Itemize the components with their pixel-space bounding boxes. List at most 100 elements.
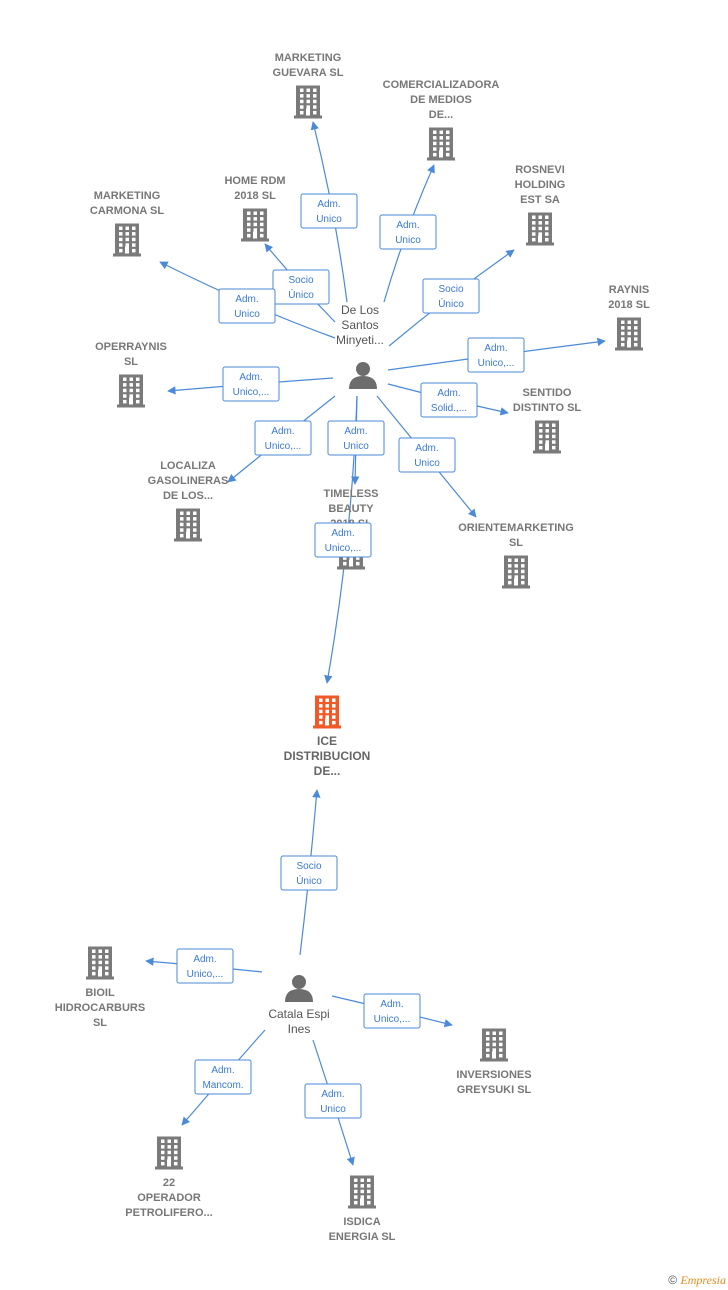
building-icon	[294, 85, 322, 119]
building-icon	[155, 1136, 183, 1170]
relation-label-text: Adm.	[437, 388, 460, 399]
building-icon	[117, 374, 145, 408]
person-name: Minyeti...	[336, 333, 384, 347]
company-name: CARMONA SL	[90, 205, 164, 217]
company-name: MARKETING	[275, 52, 342, 64]
company-node-bioil[interactable]: BIOIL HIDROCARBURS SL	[55, 946, 145, 1030]
company-name: TIMELESS	[323, 488, 378, 500]
relation-label[interactable]: Adm. Unico	[300, 193, 358, 229]
company-node-mcarmona[interactable]: MARKETING CARMONA SL	[90, 190, 164, 257]
company-name: BIOIL	[85, 987, 115, 999]
company-name: ROSNEVI	[515, 164, 565, 176]
relation-label-text: Unico,...	[187, 969, 224, 980]
relation-label[interactable]: Adm.Unico,...	[222, 366, 280, 402]
relation-label[interactable]: Adm.Unico	[327, 420, 385, 456]
relation-label-text: Mancom.	[202, 1080, 243, 1091]
footer-brand[interactable]: © Empresia	[668, 1273, 726, 1288]
company-name: 22	[163, 1177, 175, 1189]
relation-label[interactable]: Adm.Unico,...	[363, 993, 421, 1029]
relation-label-box	[304, 1083, 362, 1119]
person-node-p1[interactable]: De LosSantosMinyeti...	[336, 303, 384, 389]
relation-label-box	[327, 420, 385, 456]
company-node-greysuki[interactable]: INVERSIONES GREYSUKI SL	[456, 1028, 532, 1097]
relation-label-text: Adm.	[396, 220, 419, 231]
building-icon	[526, 212, 554, 246]
company-name: 2018 SL	[234, 190, 276, 202]
building-icon	[241, 208, 269, 242]
building-icon	[427, 127, 455, 161]
building-icon	[502, 555, 530, 589]
company-name: 2018 SL	[608, 299, 650, 311]
relation-label-box	[300, 193, 358, 229]
company-name: INVERSIONES	[456, 1069, 531, 1081]
relation-label-box	[467, 337, 525, 373]
relation-label-box	[280, 855, 338, 891]
company-node-22op[interactable]: 22OPERADORPETROLIFERO...	[125, 1136, 213, 1220]
relation-label[interactable]: Adm. Unico	[218, 288, 276, 324]
company-node-ice[interactable]: ICEDISTRIBUCIONDE...	[284, 695, 371, 779]
company-name: GREYSUKI SL	[457, 1084, 532, 1096]
relation-label-text: Único	[288, 288, 314, 301]
company-name: DE...	[314, 764, 341, 778]
relation-label[interactable]: Adm.Unico,...	[254, 420, 312, 456]
relation-label-text: Adm.	[193, 954, 216, 965]
relation-label-text: Adm.	[239, 372, 262, 383]
relation-label-text: Adm.	[235, 294, 258, 305]
relation-label[interactable]: Adm. Solid.,...	[420, 382, 478, 418]
relation-label-text: Unico	[320, 1104, 346, 1115]
relation-label[interactable]: Adm.Unico,...	[314, 522, 372, 558]
company-name: HIDROCARBURS	[55, 1002, 145, 1014]
company-name: SL	[93, 1017, 107, 1029]
company-name: LOCALIZA	[160, 460, 216, 472]
relation-label-box	[314, 522, 372, 558]
company-name: DISTRIBUCION	[284, 749, 371, 763]
relation-label-text: Adm.	[331, 528, 354, 539]
relation-label[interactable]: Adm.Unico	[379, 214, 437, 250]
building-icon	[113, 223, 141, 257]
relation-label-text: Unico,...	[478, 358, 515, 369]
relation-label-box	[379, 214, 437, 250]
person-icon	[285, 975, 313, 1002]
relation-label[interactable]: Adm.Mancom.	[194, 1059, 252, 1095]
company-name: OPERRAYNIS	[95, 341, 167, 353]
relation-label-text: Adm.	[317, 199, 340, 210]
relation-label[interactable]: Adm.Unico	[398, 437, 456, 473]
relation-label[interactable]: Adm.Unico,...	[467, 337, 525, 373]
relation-label-box	[272, 269, 330, 305]
relation-label-text: Unico	[234, 309, 260, 320]
relation-label-text: Adm.	[380, 999, 403, 1010]
relation-label-box	[176, 948, 234, 984]
relation-label-text: Socio	[438, 284, 463, 295]
company-name: MARKETING	[94, 190, 161, 202]
company-name: DISTINTO SL	[513, 402, 582, 414]
relation-label-text: Único	[438, 297, 464, 310]
relation-label-box	[194, 1059, 252, 1095]
company-name: ISDICA	[343, 1216, 380, 1228]
relation-label-text: Solid.,...	[431, 403, 467, 414]
building-icon	[86, 946, 114, 980]
brand-logo: Empresia	[680, 1273, 726, 1287]
person-name: Ines	[288, 1022, 311, 1036]
relation-label[interactable]: Adm. Unico,...	[176, 948, 234, 984]
relation-label[interactable]: Adm.Unico	[304, 1083, 362, 1119]
relation-label-box	[398, 437, 456, 473]
relation-label-text: Unico	[414, 458, 440, 469]
company-name: BEAUTY	[328, 503, 374, 515]
company-name: DE LOS...	[163, 490, 213, 502]
relation-label-text: Unico	[316, 214, 342, 225]
